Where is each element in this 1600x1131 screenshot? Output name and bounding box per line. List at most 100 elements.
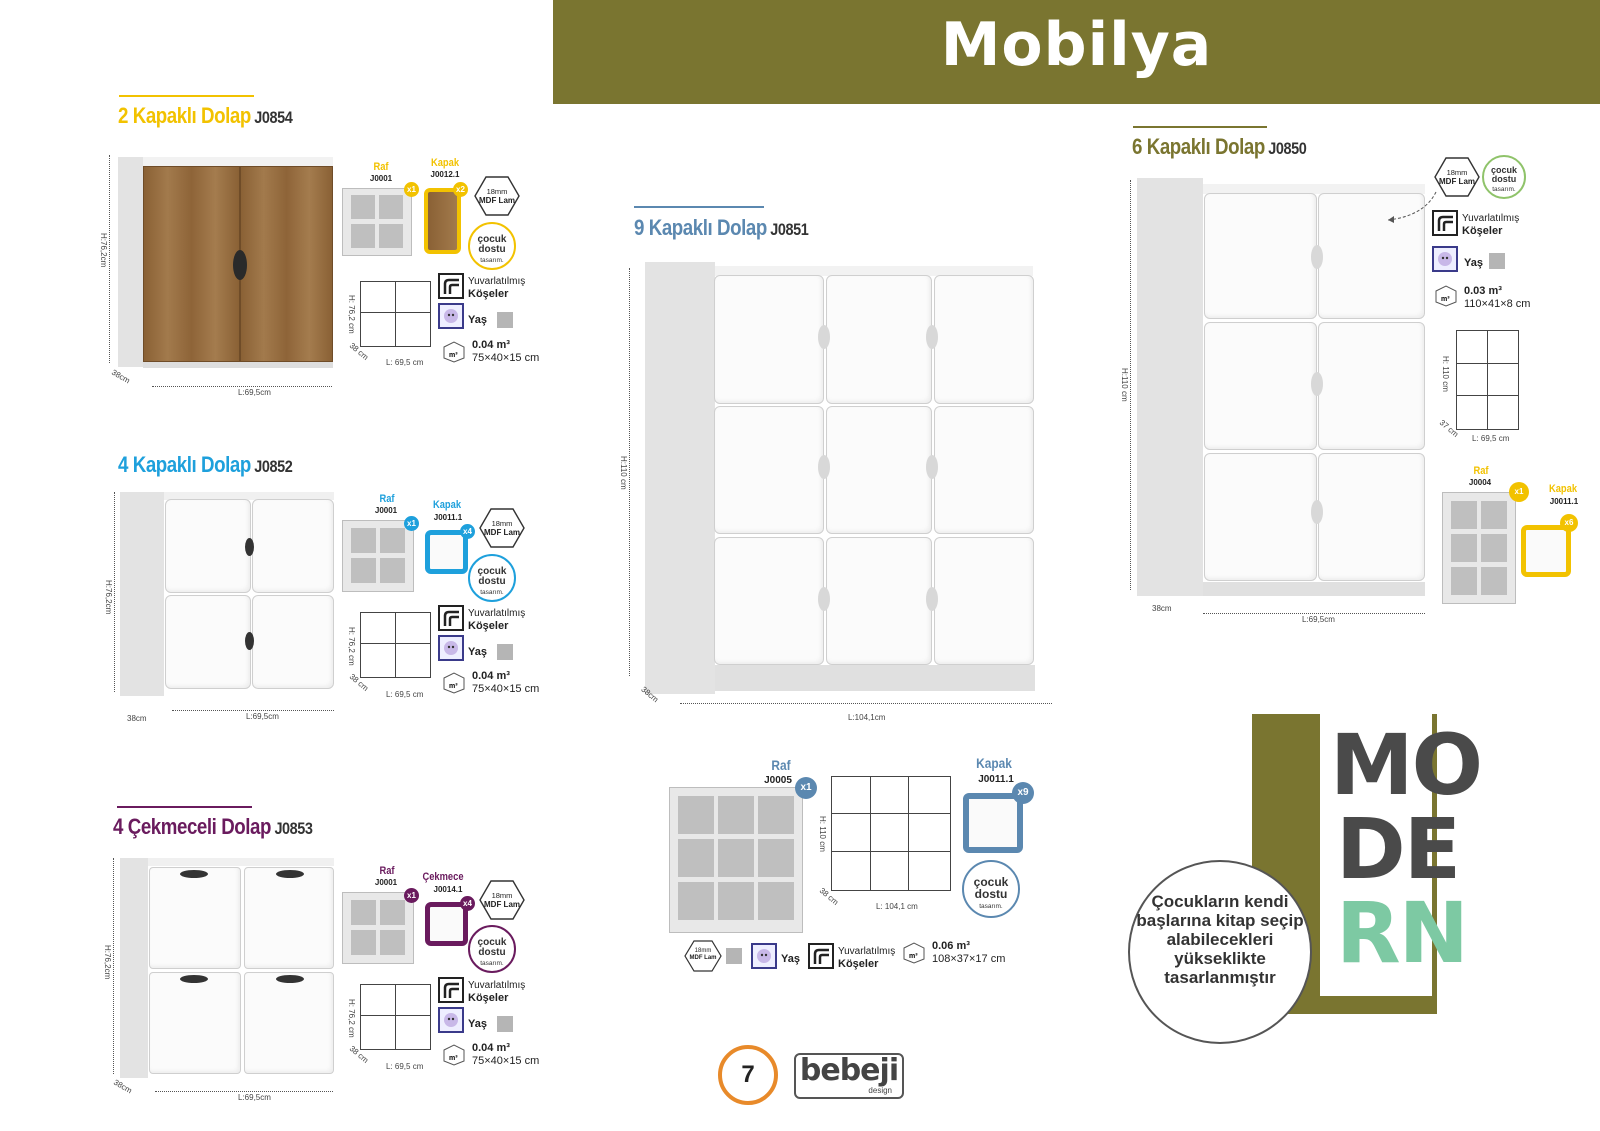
kapak-code: J0011.1 [978,774,1014,785]
line-drawing-4-door [360,612,431,678]
age-swatch [497,312,513,328]
svg-text:m³: m³ [1441,296,1450,303]
raf-code: J0001 [374,506,398,515]
kapak-label: Kapak [1548,483,1578,495]
line-drawing-6-door [1456,330,1519,430]
raf-shelf [342,892,414,964]
kapak-lid [425,530,468,574]
dim-depth: 38cm [127,714,147,723]
age-icon [1432,246,1458,272]
age-icon [751,943,777,969]
kapak-count-badge: x6 [1560,514,1578,532]
title-underline [634,206,764,208]
dim-length: L:69,5cm [1302,615,1335,624]
raf-count-badge: x1 [404,516,419,531]
age-swatch [497,1016,513,1032]
line-length: L: 69,5 cm [1472,434,1510,443]
raf-count-badge: x1 [404,888,419,903]
line-height: H: 110 cm [1441,356,1450,392]
dim-height: H:76,2cm [103,945,112,980]
brand-logo: bebeji design [794,1053,904,1099]
kapak-label: Kapak [430,157,460,169]
box-icon: m³ [902,942,926,964]
rounded-corner-icon [438,977,464,1003]
mdf-swatch [726,948,742,964]
raf-count-badge: x1 [404,182,419,197]
title-underline [1133,126,1267,128]
rounded-corner-icon [1432,210,1458,236]
dim-length: L:69,5cm [238,388,271,397]
kapak-code: J0011.1 [433,513,463,522]
dim-height: H:76,2cm [104,580,113,615]
age-text: Yaş [468,646,487,658]
svg-text:m³: m³ [449,683,458,690]
kapak-label: Kapak [976,755,1012,771]
raf-label: Raf [379,865,395,877]
raf-code: J0001 [369,174,393,183]
raf-label: Raf [373,161,389,173]
age-icon [438,1007,464,1033]
product-name: 2 Kapaklı Dolap [118,103,251,128]
line-height: H: 76,2 cm [347,295,356,334]
product-code: J0854 [254,108,293,127]
dim-height: H:110 cm [619,456,628,490]
box-icon: m³ [442,1044,466,1066]
age-icon [438,303,464,329]
kapak-lid-wood [424,188,461,254]
age-swatch [1489,253,1505,269]
line-height: H: 110 cm [818,816,827,852]
age-text: Yaş [781,953,800,965]
age-text: Yaş [468,1018,487,1030]
box-icon: m³ [442,672,466,694]
dim-depth: 38cm [1152,604,1172,613]
kapak-code: J0012.1 [430,170,460,179]
raf-label: Raf [379,493,395,505]
raf-code: J0001 [374,878,398,887]
svg-text:m³: m³ [449,1055,458,1062]
kapak-count-badge: x9 [1012,782,1034,804]
raf-shelf [342,520,414,592]
line-drawing-9-door [831,776,951,891]
age-swatch [497,644,513,660]
raf-shelf-9 [669,787,803,933]
line-drawing-drawers [360,984,431,1050]
raf-count-badge: x1 [795,777,817,799]
svg-text:m³: m³ [449,352,458,359]
drawer-box [425,902,468,946]
dim-length: L:69,5cm [238,1093,271,1102]
raf-shelf-6 [1442,492,1516,604]
modern-row-3: RN [1336,884,1469,982]
page-title: Mobilya [940,10,1213,80]
line-height: H: 76,2 cm [347,627,356,666]
header-band: Mobilya [553,0,1600,104]
dim-depth: 38cm [110,367,132,386]
box-icon: m³ [442,341,466,363]
line-length: L: 69,5 cm [386,358,424,367]
drawer-count-badge: x4 [460,896,475,911]
age-text: Yaş [468,314,487,326]
line-length: L: 69,5 cm [386,1062,424,1071]
title-underline [119,95,254,97]
drawer-label: Çekmece [422,871,464,883]
rounded-corner-icon [808,943,834,969]
raf-shelf [342,188,412,256]
modern-info-circle: Çocukların kendi başlarına kitap seçip a… [1128,860,1312,1044]
dim-length: L:104,1cm [848,713,886,722]
age-text: Yaş [1464,257,1483,269]
